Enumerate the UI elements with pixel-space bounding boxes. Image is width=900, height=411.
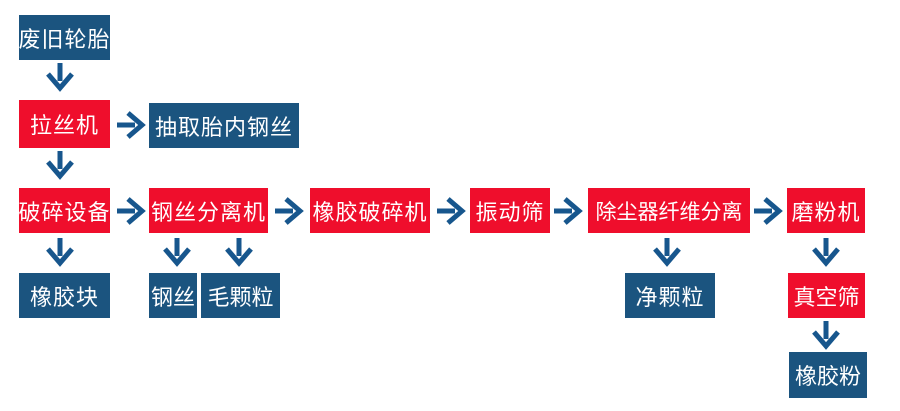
arrow-right-icon-vibrating-screen-to-dust-collector	[553, 196, 583, 226]
arrow-right-icon-crushing-to-separator	[116, 196, 146, 226]
node-coarse-granules: 毛颗粒	[201, 273, 280, 318]
node-clean-granules: 净颗粒	[625, 273, 715, 318]
node-steel-wire: 钢丝	[149, 273, 197, 318]
node-vacuum-screen: 真空筛	[788, 273, 865, 318]
arrow-down-icon-wire-drawing-to-crushing	[45, 150, 75, 180]
arrow-right-icon-rubber-crusher-to-vibrating-screen	[436, 196, 466, 226]
node-grinding-machine: 磨粉机	[787, 188, 865, 233]
arrow-right-icon-dust-collector-to-grinding	[753, 196, 783, 226]
arrow-down-icon-separator-to-coarse-granules	[224, 237, 254, 267]
node-wire-drawing-machine: 拉丝机	[19, 100, 110, 148]
node-steel-wire-separator: 钢丝分离机	[149, 188, 268, 233]
node-dust-collector-fiber-separation: 除尘器纤维分离	[588, 188, 750, 233]
node-waste-tires: 废旧轮胎	[19, 15, 110, 60]
arrow-right-icon-separator-to-rubber-crusher	[274, 196, 304, 226]
arrow-down-icon-vacuum-screen-to-rubber-powder	[811, 320, 841, 350]
arrow-down-icon-separator-to-steel-wire	[162, 237, 192, 267]
arrow-right-icon-wire-drawing-to-extract	[116, 110, 146, 140]
node-crushing-equipment: 破碎设备	[19, 188, 110, 233]
node-rubber-crusher: 橡胶破碎机	[310, 188, 430, 233]
node-extract-tire-steel-wire: 抽取胎内钢丝	[149, 103, 299, 148]
node-rubber-block: 橡胶块	[19, 273, 110, 318]
arrow-down-icon-dust-collector-to-clean-granules	[652, 237, 682, 267]
arrow-down-icon-grinding-to-vacuum-screen	[811, 237, 841, 267]
node-vibrating-screen: 振动筛	[470, 188, 550, 233]
node-rubber-powder: 橡胶粉	[789, 352, 867, 398]
arrow-down-icon-waste-tires-to-wire-drawing	[45, 62, 75, 92]
arrow-down-icon-crushing-to-rubber-block	[45, 237, 75, 267]
